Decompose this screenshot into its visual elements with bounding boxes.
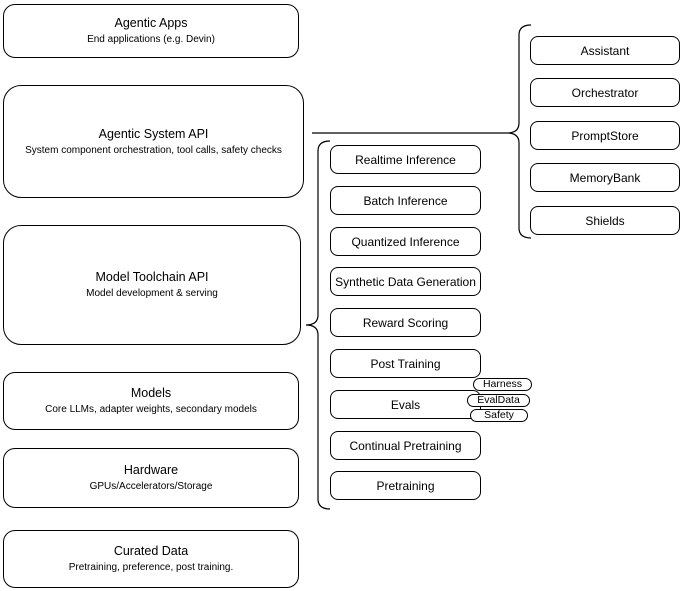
node-models: Models Core LLMs, adapter weights, secon…	[3, 372, 299, 430]
node-subtitle: Pretraining, preference, post training.	[68, 562, 234, 573]
toolchain-item-reward-scoring: Reward Scoring	[330, 308, 481, 337]
node-subtitle: Core LLMs, adapter weights, secondary mo…	[45, 404, 257, 415]
toolchain-item-evals: Evals	[330, 390, 481, 419]
node-title: Model Toolchain API	[95, 270, 209, 284]
toolchain-item-post-training: Post Training	[330, 349, 481, 378]
evals-tag-evaldata: EvalData	[467, 394, 530, 407]
node-subtitle: GPUs/Accelerators/Storage	[89, 481, 213, 492]
toolchain-item-continual-pretraining: Continual Pretraining	[330, 431, 481, 460]
node-subtitle: End applications (e.g. Devin)	[87, 34, 215, 45]
toolchain-item-quantized-inference: Quantized Inference	[330, 227, 481, 256]
evals-tag-harness: Harness	[473, 378, 532, 391]
node-curated-data: Curated Data Pretraining, preference, po…	[3, 530, 299, 588]
node-model-toolchain-api: Model Toolchain API Model development & …	[3, 225, 301, 345]
system-item-promptstore: PromptStore	[530, 121, 680, 150]
evals-tag-safety: Safety	[470, 409, 528, 422]
system-item-orchestrator: Orchestrator	[530, 78, 680, 107]
node-title: Curated Data	[113, 544, 189, 558]
system-item-assistant: Assistant	[530, 36, 680, 65]
system-brace	[506, 24, 532, 239]
system-item-memorybank: MemoryBank	[530, 163, 680, 192]
node-title: Agentic Apps	[114, 16, 188, 30]
node-subtitle: Model development & serving	[86, 288, 218, 299]
toolchain-item-realtime-inference: Realtime Inference	[330, 145, 481, 174]
toolchain-item-batch-inference: Batch Inference	[330, 186, 481, 215]
node-hardware: Hardware GPUs/Accelerators/Storage	[3, 448, 299, 508]
toolchain-item-synthetic-data-generation: Synthetic Data Generation	[330, 267, 481, 296]
node-title: Models	[130, 386, 172, 400]
node-agentic-apps: Agentic Apps End applications (e.g. Devi…	[3, 4, 299, 58]
node-subtitle: System component orchestration, tool cal…	[25, 144, 282, 156]
system-item-shields: Shields	[530, 206, 680, 235]
node-agentic-system-api: Agentic System API System component orch…	[3, 85, 304, 198]
node-title: Agentic System API	[98, 126, 209, 141]
node-title: Hardware	[123, 463, 179, 477]
toolchain-brace	[305, 140, 331, 510]
toolchain-item-pretraining: Pretraining	[330, 471, 481, 500]
